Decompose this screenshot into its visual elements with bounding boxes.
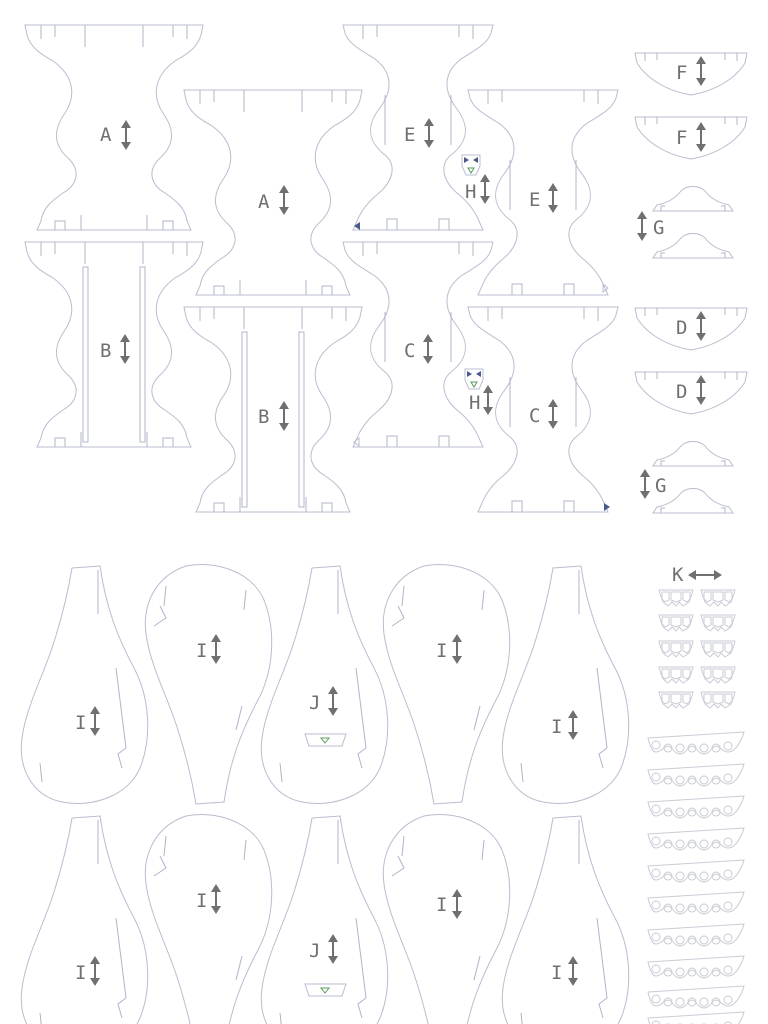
grain-arrow-icon xyxy=(695,121,707,153)
part-B-middle: B xyxy=(184,307,362,512)
grain-arrow-icon xyxy=(567,955,579,987)
grain-arrow-icon xyxy=(479,173,491,205)
grain-arrow-icon xyxy=(327,933,339,965)
grain-arrow-icon xyxy=(278,400,290,432)
alignment-marker-icon xyxy=(354,222,360,230)
grain-arrow-icon xyxy=(120,119,132,151)
part-I-row2-4: I xyxy=(501,815,630,1024)
grain-arrow-icon xyxy=(482,384,494,416)
label-I: I xyxy=(436,894,447,916)
part-C-right: C xyxy=(467,306,619,513)
grain-arrow-icon xyxy=(210,633,222,665)
part-J-row1: J xyxy=(260,565,389,805)
label-F: F xyxy=(676,127,687,149)
label-A: A xyxy=(100,124,112,146)
part-E-right: E xyxy=(467,89,619,296)
alignment-marker-icon xyxy=(353,436,360,448)
part-H-lower: H xyxy=(464,368,494,416)
grain-arrow-icon xyxy=(327,685,339,717)
label-E: E xyxy=(529,189,540,211)
label-A: A xyxy=(258,191,270,213)
label-D: D xyxy=(676,381,687,403)
part-J-row2: J xyxy=(260,815,389,1024)
grain-arrow-icon xyxy=(547,182,559,214)
part-I-row2-1: I xyxy=(20,815,149,1024)
part-C-left: C xyxy=(342,241,494,448)
label-C: C xyxy=(529,405,540,427)
grain-arrow-icon xyxy=(636,210,648,242)
alignment-marker-icon xyxy=(319,987,331,994)
label-I: I xyxy=(75,962,86,984)
grain-arrow-icon xyxy=(451,888,463,920)
part-E-left: E xyxy=(342,24,494,231)
part-F-upper: F xyxy=(634,52,748,96)
grain-arrow-icon xyxy=(695,374,707,406)
cut-tab xyxy=(304,983,347,997)
part-G-lower: G xyxy=(639,441,734,514)
part-I-row1-3: I xyxy=(382,563,511,805)
label-B: B xyxy=(258,406,269,428)
label-K: K xyxy=(672,564,684,586)
part-A-middle: A xyxy=(183,89,363,296)
label-I: I xyxy=(551,716,562,738)
grain-arrow-icon xyxy=(210,883,222,915)
label-J: J xyxy=(309,940,320,962)
grain-arrow-icon xyxy=(547,398,559,430)
label-B: B xyxy=(100,340,111,362)
part-B-left: B xyxy=(25,242,203,447)
grain-arrow-icon xyxy=(451,633,463,665)
label-I: I xyxy=(75,712,86,734)
label-I: I xyxy=(436,640,447,662)
label-I: I xyxy=(196,890,207,912)
part-I-row2-2: I xyxy=(144,813,273,1024)
grain-arrow-icon xyxy=(695,310,707,342)
part-H-upper: H xyxy=(461,154,491,205)
part-A-left: A xyxy=(24,24,204,231)
k-small-pieces xyxy=(658,589,736,709)
part-D-lower: D xyxy=(634,371,748,415)
label-H: H xyxy=(465,181,476,203)
alignment-marker-icon xyxy=(604,503,610,511)
label-J: J xyxy=(309,692,320,714)
label-I: I xyxy=(551,962,562,984)
label-G: G xyxy=(655,475,666,497)
grain-arrow-icon xyxy=(422,333,434,365)
part-K-group: K xyxy=(647,564,745,1024)
grain-arrow-icon xyxy=(423,117,435,149)
label-H: H xyxy=(469,392,480,414)
part-F-lower: F xyxy=(634,116,748,160)
horizontal-arrow-icon xyxy=(688,570,722,580)
part-I-row1-2: I xyxy=(144,563,273,805)
k-garland-strips xyxy=(647,731,745,1024)
grain-arrow-icon xyxy=(567,709,579,741)
grain-arrow-icon xyxy=(639,468,651,500)
label-E: E xyxy=(404,124,415,146)
grain-arrow-icon xyxy=(278,184,290,216)
part-G-upper: G xyxy=(636,186,734,259)
part-I-row1-1: I xyxy=(20,565,149,805)
part-I-row1-4: I xyxy=(501,565,630,805)
label-C: C xyxy=(404,340,415,362)
label-G: G xyxy=(653,217,664,239)
part-I-row2-3: I xyxy=(382,813,511,1024)
label-D: D xyxy=(676,317,687,339)
grain-arrow-icon xyxy=(89,705,101,737)
cut-tab xyxy=(304,733,347,747)
alignment-marker-icon xyxy=(602,282,609,294)
grain-arrow-icon xyxy=(119,333,131,365)
part-D-upper: D xyxy=(634,307,748,351)
alignment-marker-icon xyxy=(319,737,331,744)
grain-arrow-icon xyxy=(89,955,101,987)
grain-arrow-icon xyxy=(695,55,707,87)
label-I: I xyxy=(196,640,207,662)
label-F: F xyxy=(676,62,687,84)
